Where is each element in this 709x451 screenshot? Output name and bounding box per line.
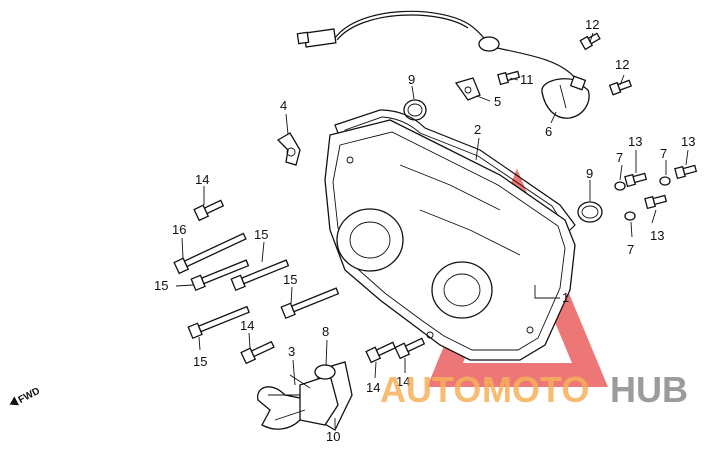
callout-13c: 13	[650, 228, 664, 243]
watermark-text: AUTO MOTO HUB	[380, 369, 688, 410]
callout-labels: 1 2 3 4 5 6 7 7 7 8 9 9 10 11 12 12 13 1…	[154, 17, 695, 444]
clamp-part-5	[454, 77, 481, 101]
callout-1: 1	[562, 290, 569, 305]
callout-12a: 12	[585, 17, 599, 32]
callout-13a: 13	[628, 134, 642, 149]
clip-part-4	[276, 132, 301, 166]
callout-15c: 15	[283, 272, 297, 287]
o-rings-part-9	[403, 99, 603, 223]
callout-16: 16	[172, 222, 186, 237]
sensor-part-6	[541, 75, 590, 119]
callout-4: 4	[280, 98, 287, 113]
small-bolts	[497, 32, 698, 210]
callout-14b: 14	[240, 318, 254, 333]
watermark-auto: AUTO	[380, 369, 481, 410]
callout-7b: 7	[660, 146, 667, 161]
callout-15a: 15	[254, 227, 268, 242]
callout-9b: 9	[586, 166, 593, 181]
callout-7a: 7	[616, 150, 623, 165]
callout-6: 6	[545, 124, 552, 139]
callout-5: 5	[494, 94, 501, 109]
callout-7c: 7	[627, 242, 634, 257]
long-bolts	[173, 232, 340, 340]
callout-14d: 14	[396, 374, 410, 389]
watermark-moto: MOTO	[482, 369, 589, 410]
washers-part-7	[614, 176, 671, 221]
fwd-label: FWD	[17, 386, 42, 406]
cover-part-1	[324, 119, 576, 361]
callout-9a: 9	[408, 72, 415, 87]
callout-8: 8	[322, 324, 329, 339]
callout-14c: 14	[366, 380, 380, 395]
callout-13b: 13	[681, 134, 695, 149]
forward-direction-indicator: FWD	[9, 386, 42, 406]
leader-lines	[175, 32, 689, 428]
callout-11: 11	[520, 72, 534, 87]
callout-15b: 15	[154, 278, 168, 293]
callout-2: 2	[474, 122, 481, 137]
impeller-assembly	[257, 361, 353, 431]
callout-3: 3	[288, 344, 295, 359]
wire-harness	[296, 10, 576, 79]
short-bolts-part-14	[193, 199, 426, 365]
callout-15d: 15	[193, 354, 207, 369]
callout-12b: 12	[615, 57, 629, 72]
arrow-left-icon	[9, 396, 20, 406]
callout-10: 10	[326, 429, 340, 444]
watermark-hub: HUB	[610, 369, 688, 410]
callout-14a: 14	[195, 172, 209, 187]
